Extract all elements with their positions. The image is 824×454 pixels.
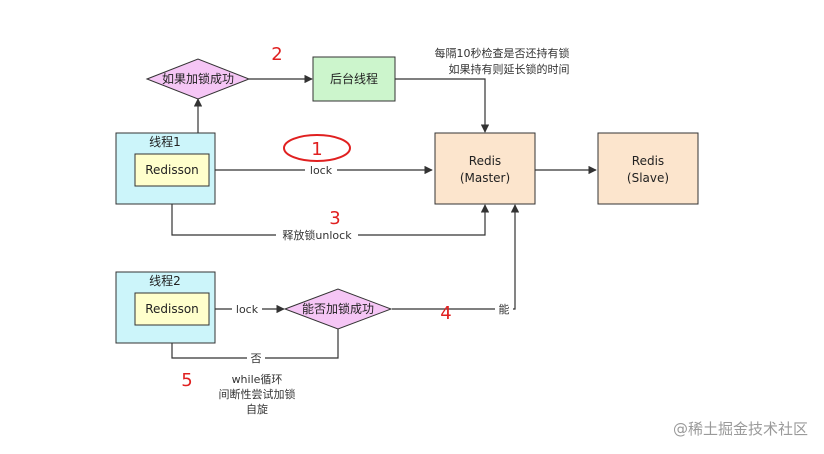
edge-label-yes: 能 (499, 302, 510, 316)
edge-label-no: 否 (251, 352, 262, 365)
redis-slave-line1: Redis (632, 154, 664, 168)
watchdog-note-line2: 如果持有则延长锁的时间 (449, 62, 570, 76)
edge-label-release-unlock: 释放锁unlock (282, 228, 352, 242)
redisson2-label: Redisson (145, 302, 199, 316)
edge-background-to-master (395, 78, 490, 133)
step-number-3: 3 (329, 208, 340, 229)
step-number-1: 1 (311, 139, 322, 160)
lock-success-diamond-top (145, 58, 251, 100)
retry-note-line2: 间断性尝试加锁 (219, 387, 296, 401)
redis-master-box (434, 132, 536, 205)
redisson2-box (134, 292, 210, 326)
lock-success-diamond-bottom (283, 288, 393, 330)
background-thread-box (312, 56, 396, 102)
redisson1-label: Redisson (145, 163, 199, 177)
step-number-5: 5 (181, 370, 192, 391)
step-1-highlight-circle (283, 134, 351, 162)
edge-label-lock-bottom: lock (236, 303, 259, 316)
thread1-label: 线程1 (149, 134, 181, 149)
watchdog-note-line1: 每隔10秒检查是否还持有锁 (435, 46, 570, 60)
step-number-2: 2 (271, 44, 282, 65)
thread2-label: 线程2 (149, 273, 181, 288)
redis-slave-line2: (Slave) (627, 171, 669, 185)
redis-master-line2: (Master) (460, 171, 510, 185)
edge-yes-to-master (392, 204, 520, 310)
redis-slave-box (597, 132, 699, 205)
redis-master-line1: Redis (469, 154, 501, 168)
background-thread-label: 后台线程 (330, 71, 378, 86)
watermark: @稀土掘金技术社区 (673, 420, 808, 438)
edge-label-lock-top: lock (310, 164, 333, 177)
retry-note-line1: while循环 (232, 373, 283, 386)
lock-success-bottom-label: 能否加锁成功 (302, 301, 374, 316)
step-number-4: 4 (440, 303, 451, 324)
retry-note-line3: 自旋 (246, 402, 268, 416)
redisson1-box (134, 153, 210, 187)
lock-success-top-label: 如果加锁成功 (162, 71, 234, 86)
